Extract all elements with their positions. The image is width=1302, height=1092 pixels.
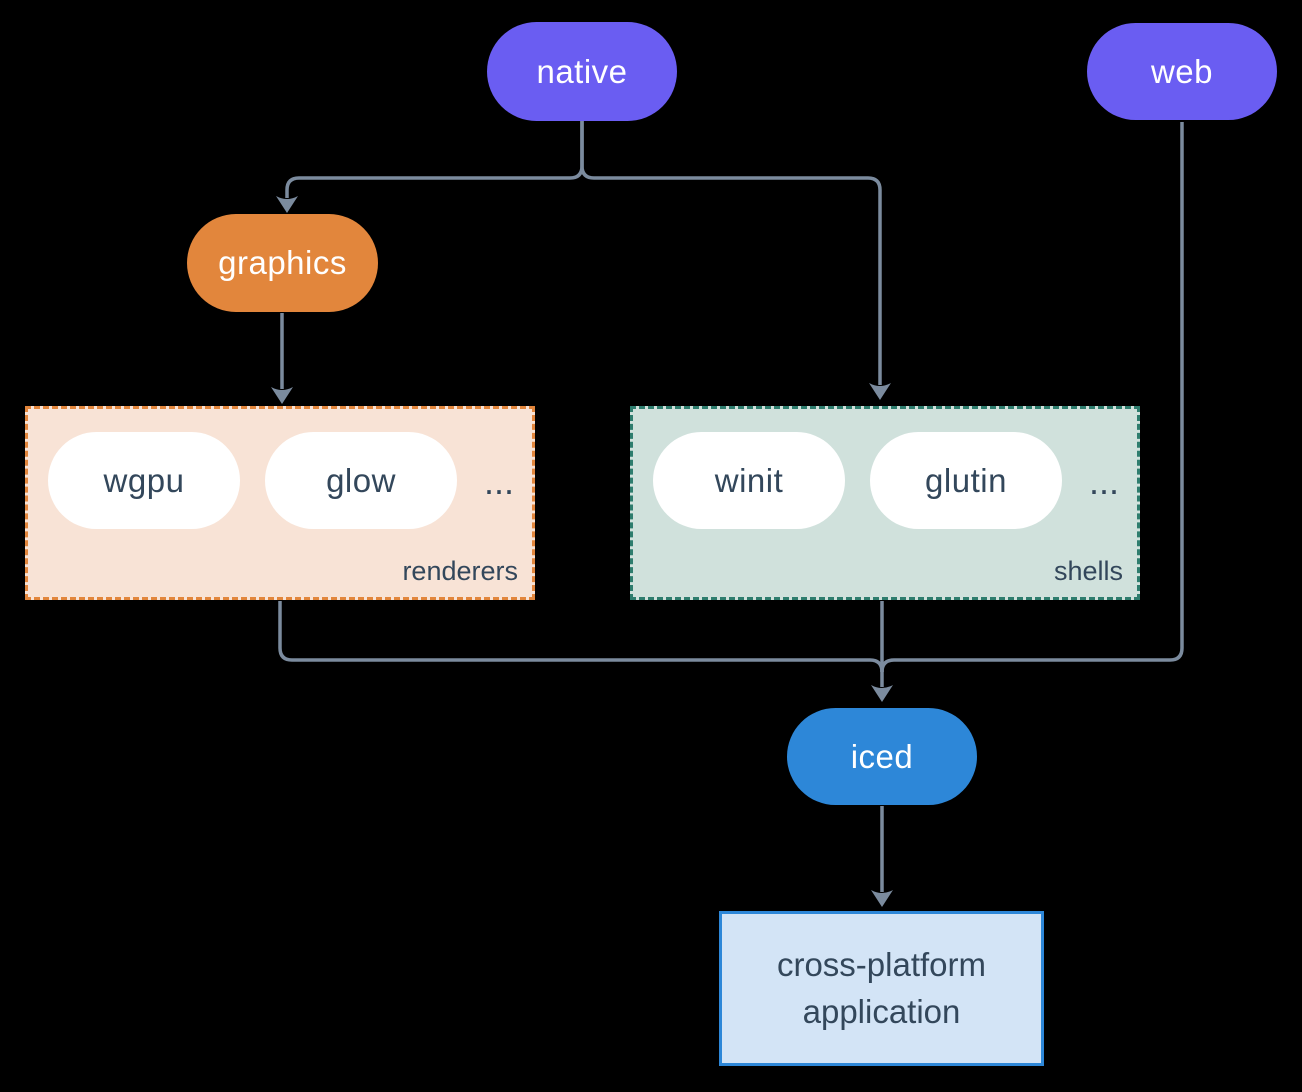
node-graphics: graphics [187,214,378,312]
renderers-ellipsis: ... [483,461,514,502]
node-iced: iced [787,708,977,805]
node-winit: winit [653,432,845,529]
edge-native-to-shells [580,121,882,385]
shells-ellipsis: ... [1088,461,1119,502]
node-winit-label: winit [714,461,784,499]
node-glutin-label: glutin [925,461,1007,499]
node-web-label: web [1150,52,1214,90]
node-wgpu: wgpu [48,432,240,529]
node-cross-platform-application: cross-platform application [719,911,1044,1066]
arrowhead-application [871,890,893,907]
node-glow: glow [265,432,457,529]
node-wgpu-label: wgpu [103,461,185,499]
group-renderers: wgpu glow ... renderers [25,406,535,600]
node-glutin: glutin [870,432,1062,529]
node-glow-label: glow [326,461,396,499]
renderers-group-label: renderers [402,556,518,586]
arrowhead-iced [871,685,893,702]
node-iced-label: iced [850,737,914,775]
node-native: native [487,22,677,121]
edge-renderers-to-merge [278,601,884,673]
application-label-line2: application [802,992,961,1030]
node-native-label: native [536,52,628,90]
edge-native-to-graphics [285,121,584,198]
arrowhead-shells [869,383,891,400]
group-shells: winit glutin ... shells [630,406,1140,600]
arrowhead-graphics [276,196,298,213]
node-graphics-label: graphics [218,244,347,281]
shells-group-label: shells [1053,556,1123,586]
application-label-line1: cross-platform [776,945,987,983]
node-web: web [1087,23,1277,120]
arrowhead-renderers [271,387,293,404]
